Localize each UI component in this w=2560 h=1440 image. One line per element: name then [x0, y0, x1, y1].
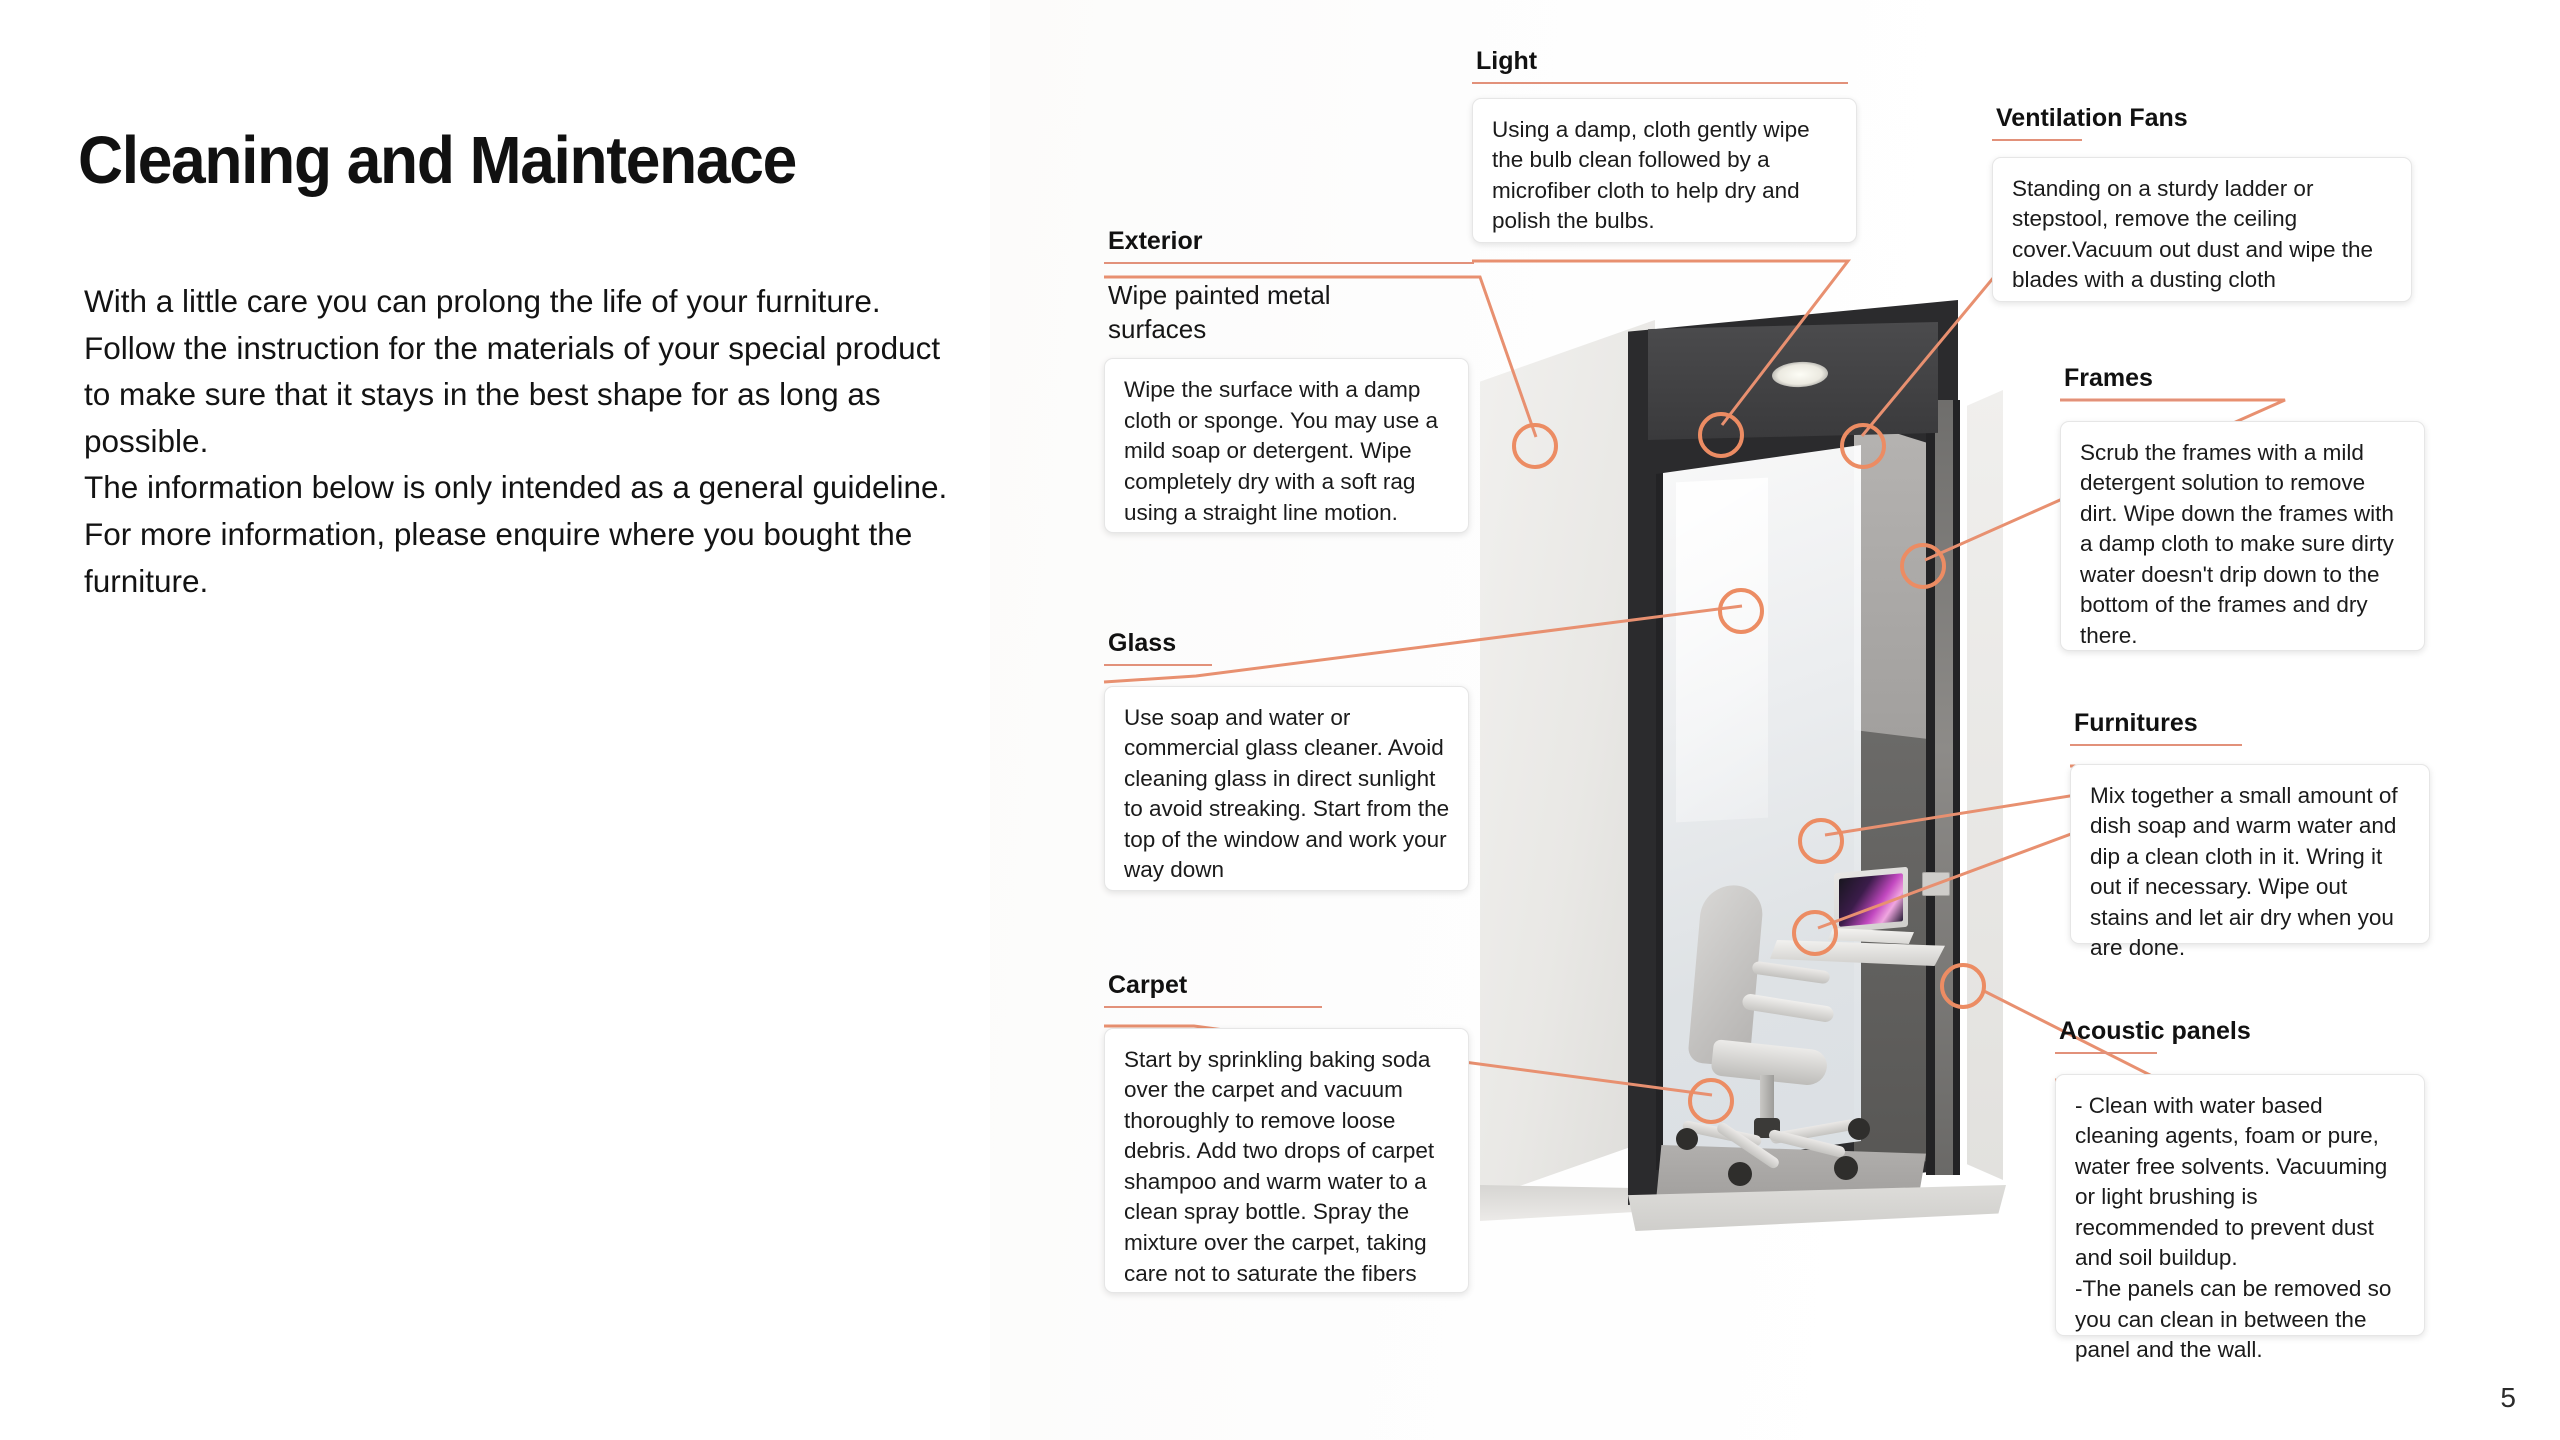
exterior-hotspot[interactable]: [1512, 423, 1558, 469]
power-socket: [1922, 872, 1950, 896]
callout-frames-box[interactable]: Scrub the frames with a mild detergent s…: [2060, 420, 2425, 651]
callout-acoustic-panels: Acoustic panels - Clean with water based…: [2055, 1017, 2425, 1362]
callout-exterior: Exterior Wipe painted metal surfaces Wip…: [1104, 227, 1474, 534]
office-chair-caster: [1676, 1128, 1698, 1150]
laptop-keyboard-base: [1828, 928, 1914, 944]
callout-light-rule: [1472, 81, 1848, 84]
light-hotspot[interactable]: [1698, 412, 1744, 458]
callout-light-body: Using a damp, cloth gently wipe the bulb…: [1492, 116, 1810, 234]
furnitures-desk-hotspot[interactable]: [1798, 818, 1844, 864]
callout-glass-body: Use soap and water or commercial glass c…: [1124, 704, 1450, 883]
callout-light: Light Using a damp, cloth gently wipe th…: [1472, 47, 1857, 243]
callout-frames: Frames Scrub the frames with a mild dete…: [2060, 364, 2425, 651]
ventilation-hotspot[interactable]: [1840, 423, 1886, 469]
callout-exterior-box[interactable]: Wipe the surface with a damp cloth or sp…: [1104, 358, 1469, 534]
callout-exterior-body: Wipe the surface with a damp cloth or sp…: [1124, 377, 1438, 525]
callout-carpet-body: Start by sprinkling baking soda over the…: [1124, 1046, 1435, 1286]
office-chair-caster: [1834, 1156, 1858, 1180]
callout-ventilation-rule: [1992, 138, 2082, 141]
acoustic-panel-hotspot[interactable]: [1940, 963, 1986, 1009]
callout-furnitures-box[interactable]: Mix together a small amount of dish soap…: [2070, 763, 2430, 960]
page-number: 5: [2500, 1382, 2516, 1413]
office-chair-gas-cylinder: [1760, 1075, 1774, 1130]
callout-acoustic-body-2: -The panels can be removed so you can cl…: [2075, 1276, 2392, 1363]
pod-glass-highlight: [1676, 477, 1768, 823]
pod-right-exterior-wall: [1967, 390, 2003, 1180]
callout-furnitures-rule: [2070, 743, 2242, 746]
callout-furnitures: Furnitures Mix together a small amount o…: [2070, 709, 2430, 960]
callout-exterior-title: Exterior: [1108, 227, 1203, 255]
callout-light-title: Light: [1476, 47, 1538, 75]
office-chair-caster: [1728, 1162, 1752, 1186]
carpet-hotspot[interactable]: [1688, 1078, 1734, 1124]
intro-text-block: With a little care you can prolong the l…: [84, 278, 974, 604]
callout-acoustic-box[interactable]: - Clean with water based cleaning agents…: [2055, 1073, 2425, 1362]
callout-frames-title: Frames: [2064, 364, 2153, 392]
left-text-column: Cleaning and Maintenace With a little ca…: [0, 0, 990, 1440]
callout-frames-body: Scrub the frames with a mild detergent s…: [2080, 439, 2394, 649]
intro-paragraph-2: The information below is only intended a…: [84, 469, 948, 599]
pod-illustration: [1480, 300, 2040, 1360]
callout-ventilation-body: Standing on a sturdy ladder or stepstool…: [2012, 175, 2374, 293]
callout-carpet-title: Carpet: [1108, 971, 1188, 999]
intro-paragraph-1: With a little care you can prolong the l…: [84, 283, 941, 459]
glass-hotspot[interactable]: [1718, 588, 1764, 634]
callout-ventilation-box[interactable]: Standing on a sturdy ladder or stepstool…: [1992, 156, 2412, 302]
page-title: Cleaning and Maintenace: [78, 123, 797, 198]
callout-exterior-lead: Wipe painted metal surfaces: [1108, 279, 1331, 344]
callout-light-box[interactable]: Using a damp, cloth gently wipe the bulb…: [1472, 97, 1857, 243]
callout-glass-box[interactable]: Use soap and water or commercial glass c…: [1104, 685, 1469, 891]
frames-hotspot[interactable]: [1900, 543, 1946, 589]
callout-carpet-rule: [1104, 1005, 1322, 1008]
pod-side-window: [1926, 400, 1960, 1175]
callout-carpet-box[interactable]: Start by sprinkling baking soda over the…: [1104, 1027, 1469, 1293]
laptop-screen-image: [1839, 873, 1903, 927]
callout-acoustic-body-1: - Clean with water based cleaning agents…: [2075, 1092, 2388, 1271]
callout-carpet: Carpet Start by sprinkling baking soda o…: [1104, 971, 1469, 1293]
furnitures-chair-hotspot[interactable]: [1792, 910, 1838, 956]
callout-furnitures-body: Mix together a small amount of dish soap…: [2090, 782, 2398, 961]
callout-glass-rule: [1104, 663, 1212, 666]
callout-exterior-rule: [1104, 261, 1474, 264]
callout-acoustic-title: Acoustic panels: [2059, 1017, 2251, 1045]
callout-ventilation-fans: Ventilation Fans Standing on a sturdy la…: [1992, 104, 2412, 302]
callout-ventilation-title: Ventilation Fans: [1996, 104, 2188, 132]
callout-glass: Glass Use soap and water or commercial g…: [1104, 629, 1469, 891]
callout-furnitures-title: Furnitures: [2074, 709, 2198, 737]
callout-glass-title: Glass: [1108, 629, 1177, 657]
callout-acoustic-rule: [2055, 1051, 2157, 1054]
callout-frames-rule: [2060, 398, 2200, 401]
office-chair-caster: [1848, 1118, 1870, 1140]
